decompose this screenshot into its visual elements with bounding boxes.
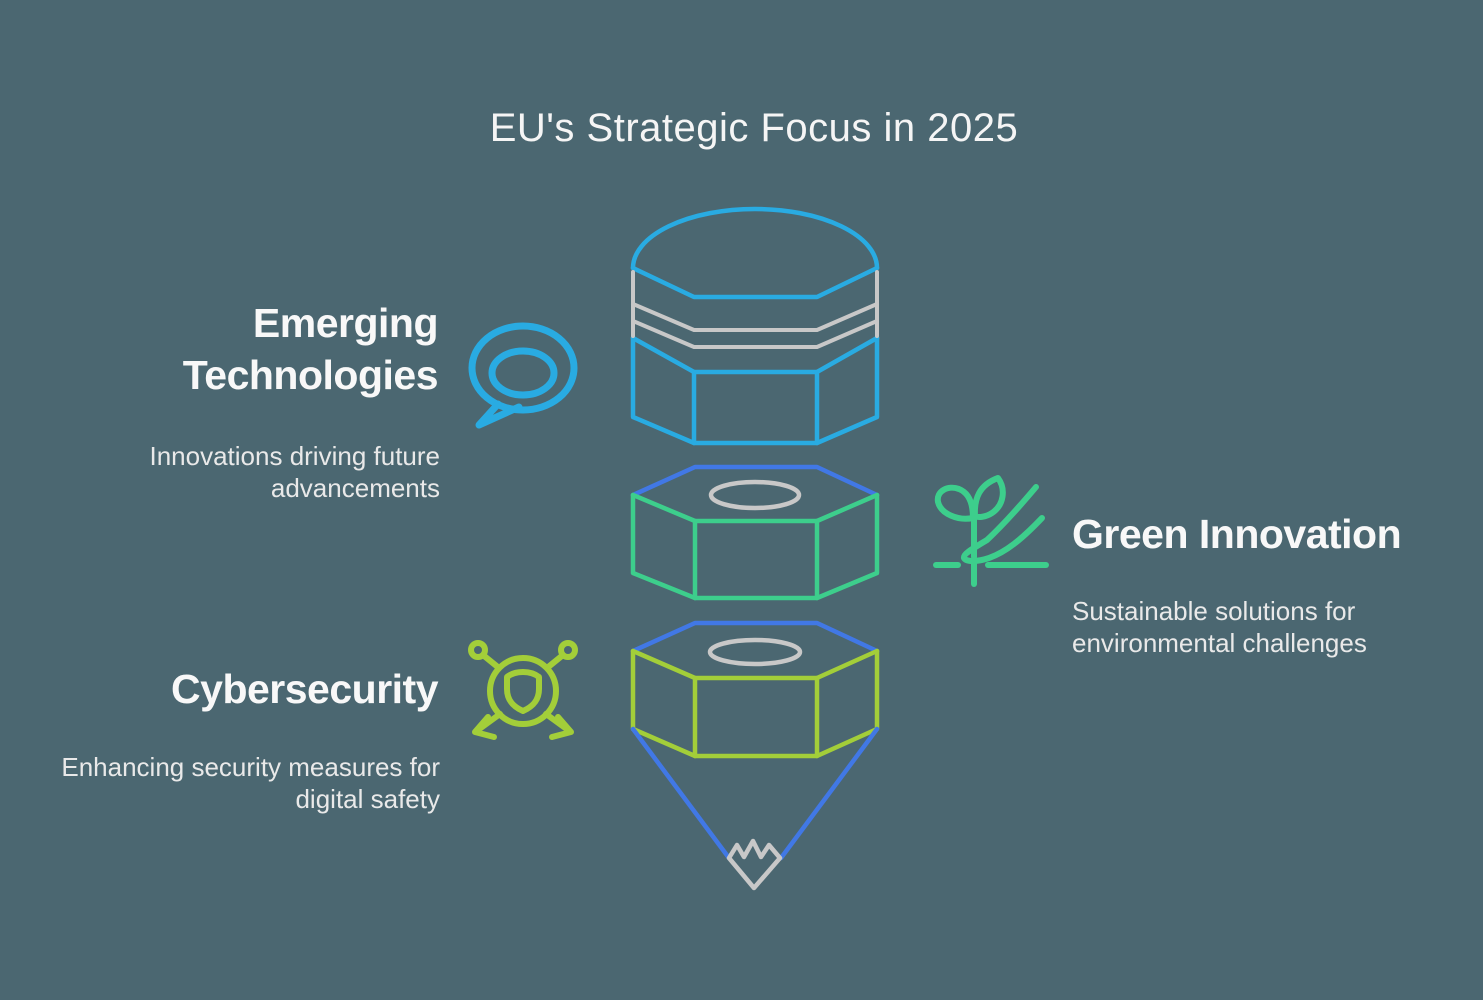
middle-ring-hole [708,479,802,511]
green-innovation-title: Green Innovation [1072,511,1402,557]
green-desc-line-2: environmental challenges [1072,628,1367,658]
speech-bubble-icon [468,322,578,429]
emerging-title-line-1: Emerging [252,300,439,346]
green-innovation-description: Sustainable solutions for environmental … [1072,595,1367,659]
emerging-title-line-2: Technologies [182,352,439,398]
cybersecurity-title: Cybersecurity [171,666,438,712]
funnel-graphic [630,206,880,891]
cyber-desc-line-1: Enhancing security measures for [61,752,440,782]
emerging-desc-line-1: Innovations driving future [149,441,440,471]
spout-jagged-tip [726,838,783,891]
bottom-ring-hole [707,637,803,667]
green-desc-line-1: Sustainable solutions for [1072,596,1356,626]
cybersecurity-description: Enhancing security measures for digital … [61,751,440,815]
funnel-middle-ring [630,464,880,601]
emerging-desc-line-2: advancements [270,473,440,503]
page-title: EU's Strategic Focus in 2025 [489,106,1019,150]
funnel-spout [630,726,880,891]
funnel-top-cap-bands [631,270,879,349]
funnel-bottom-ring [630,620,880,759]
emerging-technologies-title: Emerging Technologies [182,297,439,401]
sprout-hand-icon [933,475,1049,587]
cyber-desc-line-2: digital safety [295,784,440,814]
emerging-technologies-description: Innovations driving future advancements [149,440,440,504]
funnel-top-cap [630,206,880,446]
shield-network-icon [468,640,578,740]
